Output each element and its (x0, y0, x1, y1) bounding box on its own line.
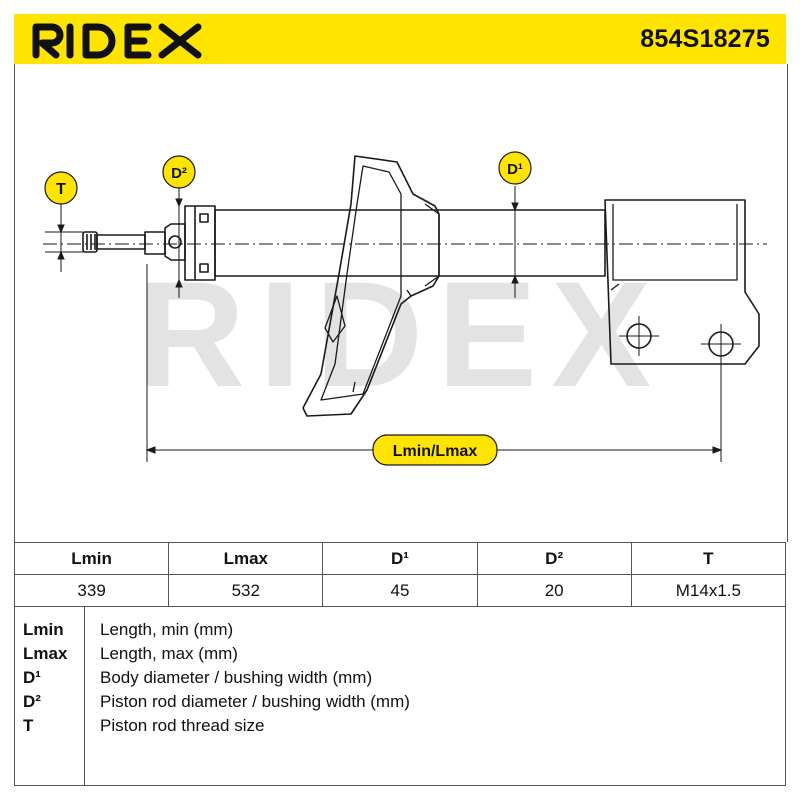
spec-value-lmin: 339 (13, 574, 170, 607)
legend-desc: Length, min (mm) (100, 620, 234, 639)
legend-abbr: D² (23, 692, 41, 711)
shock-absorber-drawing: RIDEX (43, 151, 767, 466)
body-tube (214, 209, 606, 277)
spec-table: Lmin Lmax D¹ D² T 339 532 45 20 M14x1.5 (13, 542, 787, 607)
label-t: T (44, 171, 78, 205)
label-length: Lmin/Lmax (372, 434, 498, 466)
ridex-logo-mark (32, 23, 202, 59)
spec-header-d2: D² (476, 542, 632, 575)
legend-desc: Piston rod diameter / bushing width (mm) (100, 692, 410, 711)
legend: Lmin Length, min (mm) Lmax Length, max (… (14, 606, 786, 786)
spec-header-lmin: Lmin (13, 542, 170, 575)
piston-rod (96, 234, 146, 250)
header-bar: 854S18275 (14, 14, 786, 64)
legend-abbr: D¹ (23, 668, 41, 687)
drawing-area: RIDEX (14, 64, 788, 542)
spec-table-value-row: 339 532 45 20 M14x1.5 (13, 574, 787, 607)
label-d2: D² (162, 155, 196, 189)
legend-abbr: T (23, 716, 34, 735)
legend-desc: Piston rod thread size (100, 716, 265, 735)
bushing (184, 205, 216, 281)
watermark: RIDEX (137, 250, 665, 418)
part-number: 854S18275 (640, 24, 770, 53)
legend-divider (84, 606, 85, 786)
legend-desc: Length, max (mm) (100, 644, 238, 663)
legend-abbr: Lmax (23, 644, 68, 663)
spec-value-d1: 45 (322, 574, 478, 607)
spec-header-lmax: Lmax (168, 542, 324, 575)
spec-value-lmax: 532 (168, 574, 324, 607)
spec-table-header-row: Lmin Lmax D¹ D² T (13, 542, 787, 575)
spec-header-t: T (630, 542, 787, 575)
spring-seat (302, 155, 440, 417)
label-t-text: T (56, 181, 66, 198)
label-d1: D¹ (498, 151, 532, 185)
knuckle-bracket (604, 199, 760, 365)
label-d1-text: D¹ (507, 161, 523, 178)
ridex-logo (30, 19, 210, 59)
legend-desc: Body diameter / bushing width (mm) (100, 668, 373, 687)
spec-value-d2: 20 (476, 574, 632, 607)
spec-value-t: M14x1.5 (630, 574, 787, 607)
label-length-text: Lmin/Lmax (393, 443, 478, 460)
legend-abbr: Lmin (23, 620, 64, 639)
spec-header-d1: D¹ (322, 542, 478, 575)
label-d2-text: D² (171, 165, 187, 182)
